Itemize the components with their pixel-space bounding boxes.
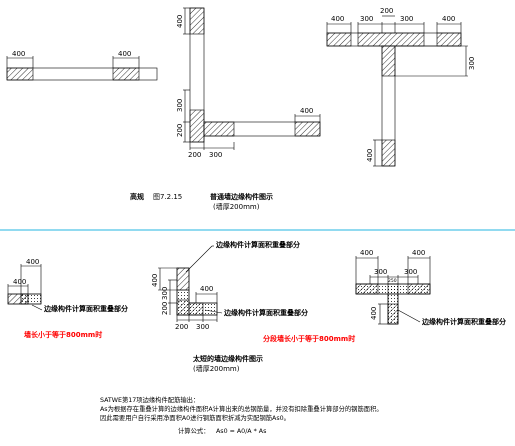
bottom-caption-title: 太短的墙边缘构件图示	[193, 355, 263, 363]
dim-label: 400	[442, 15, 455, 23]
dim-label: 300	[404, 268, 417, 276]
top-caption-fig: 图7.2.15	[153, 193, 183, 201]
red-note-right: 分段墙长小于等于800mm时	[263, 335, 356, 343]
dim-label: 300	[468, 57, 476, 70]
bottom-caption-sub: (墙厚200mm)	[193, 365, 240, 373]
dim-label: 400	[366, 149, 374, 162]
top-caption-sub: (墙厚200mm)	[213, 203, 260, 211]
dim-label: 200	[175, 323, 188, 331]
formula-text: As0 = A0/A * As	[216, 428, 267, 435]
formula-label: 计算公式：	[178, 428, 210, 435]
dim-label: 400	[118, 50, 131, 58]
top-wall-t-shape	[326, 15, 468, 167]
bottom-wall-short	[7, 264, 43, 311]
dim-label: 300	[209, 151, 222, 159]
dim-label: 400	[412, 249, 425, 257]
dim-label: 400	[370, 307, 378, 320]
red-note-left: 墙长小于等于800mm时	[24, 331, 103, 339]
dim-label: 200	[161, 302, 169, 315]
dim-label: 400	[176, 15, 184, 28]
dim-label: 400	[13, 278, 26, 286]
overlap-label-top: 边缘构件计算面积重叠部分	[216, 241, 300, 249]
dimension-labels: 400 400 400 300 200 200 300 400 400 300 …	[12, 7, 476, 331]
top-caption-title: 普通墙边缘构件图示	[210, 193, 273, 201]
dim-label: 400	[151, 274, 159, 287]
overlap-label-right: 边缘构件计算面积重叠部分	[422, 318, 506, 326]
overlap-label-left: 边缘构件计算面积重叠部分	[44, 305, 128, 313]
note-line-1: SATWE第17项边缘构件配筋输出：	[100, 397, 200, 404]
dim-label: 400	[300, 107, 313, 115]
dim-label: 400	[360, 249, 373, 257]
top-wall-l-shape	[183, 7, 321, 150]
dim-label: 400	[26, 258, 39, 266]
top-caption-code: 高规	[130, 193, 144, 201]
dim-label: 400	[12, 50, 25, 58]
dim-label: 300	[196, 323, 209, 331]
dim-label: 200	[188, 151, 201, 159]
bottom-wall-t-short	[355, 256, 431, 325]
note-line-2: As为根据存在重叠计算的边缘构件面积A计算出来的总钢筋量，并没有扣除重叠计算部分…	[100, 406, 383, 413]
dim-label: 300	[374, 268, 387, 276]
dim-label: 300	[161, 287, 169, 300]
dim-label-small: 250	[388, 278, 397, 284]
bottom-wall-l-short	[158, 245, 223, 322]
overlap-label-middle: 边缘构件计算面积重叠部分	[224, 309, 308, 317]
dim-label: 200	[176, 124, 184, 137]
dim-label: 300	[400, 15, 413, 23]
note-line-3: 因此需要用户自行采用净面积A0进行钢筋面积折减为实配钢筋As0。	[100, 415, 290, 422]
dim-label: 400	[331, 15, 344, 23]
dim-label: 300	[360, 15, 373, 23]
top-wall-straight	[6, 56, 158, 81]
dim-label: 300	[176, 99, 184, 112]
dim-label: 400	[200, 285, 213, 293]
dim-label: 200	[380, 7, 393, 15]
